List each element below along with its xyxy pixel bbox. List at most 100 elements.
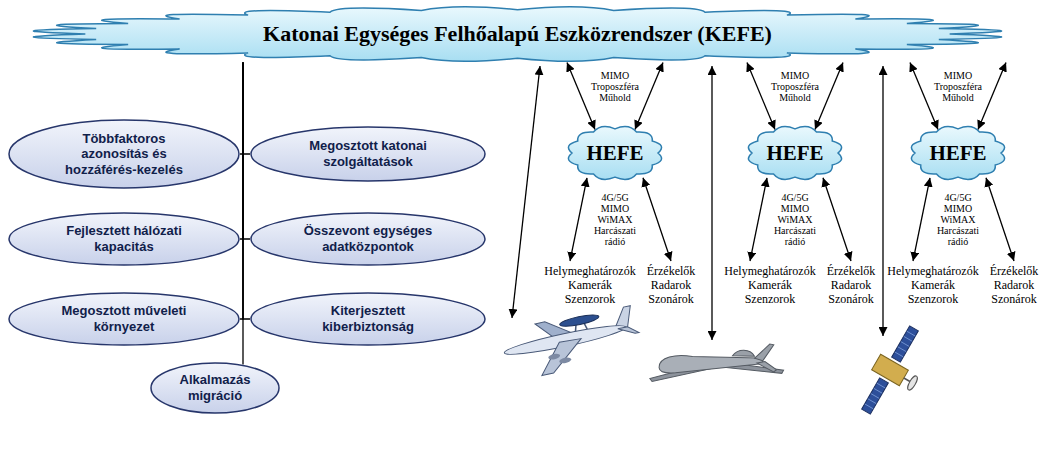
- connector-line: [910, 63, 938, 130]
- edge-cloud: HEFE: [908, 122, 1008, 184]
- node-text: Katonai Egységes Felhőalapú Eszközrendsz…: [263, 21, 772, 47]
- connector-line: [643, 178, 671, 261]
- connector-line: [823, 178, 851, 261]
- edge-cloud: HEFE: [565, 122, 665, 184]
- sensor-group: Érzékelők Radarok Szonárok: [826, 264, 877, 308]
- link-label: 4G/5G MIMO WiMAX Harcászati rádió: [774, 192, 816, 247]
- sensor-group: Helymeghatározók Kamerák Szenzorok: [886, 264, 980, 308]
- sensor-group: Helymeghatározók Kamerák Szenzorok: [543, 264, 637, 308]
- service-ellipse: Alkalmazás migráció: [150, 362, 280, 414]
- antenna-dish: [906, 375, 919, 392]
- panel-grid-line: [871, 393, 880, 398]
- satellite: [852, 320, 939, 426]
- service-ellipse: Kiterjesztett kiberbiztonság: [250, 292, 486, 346]
- node-text: Helymeghatározók Kamerák Szenzorok: [724, 265, 815, 306]
- sensor-group: Érzékelők Radarok Szonárok: [646, 264, 697, 308]
- node-text: Helymeghatározók Kamerák Szenzorok: [544, 265, 635, 306]
- ellipse-outline: [9, 213, 239, 265]
- panel-grid-line: [904, 336, 913, 341]
- panel-grid-line: [874, 388, 883, 393]
- connector-line: [243, 63, 250, 154]
- service-ellipse: Megosztott műveleti környezet: [8, 292, 240, 346]
- sensor-group: Helymeghatározók Kamerák Szenzorok: [723, 264, 817, 308]
- node-text: Alkalmazás migráció: [175, 372, 256, 403]
- radar-dome: [559, 313, 600, 329]
- connector-line: [750, 178, 767, 261]
- drone-tail: [754, 344, 775, 361]
- sensor-group: Érzékelők Radarok Szonárok: [989, 264, 1040, 308]
- aircraft-engine: [559, 357, 572, 365]
- cloud-outline: [568, 127, 661, 180]
- node-text: Érzékelők Radarok Szonárok: [827, 265, 876, 306]
- service-ellipse: Összevont egységes adatközpontok: [250, 212, 486, 266]
- uav-drone: [648, 343, 784, 382]
- drone-tail: [757, 361, 777, 373]
- ellipse-outline: [251, 213, 485, 265]
- link-label: 4G/5G MIMO WiMAX Harcászati rádió: [937, 192, 979, 247]
- ellipse-outline: [151, 363, 279, 413]
- panel-grid-line: [865, 404, 874, 409]
- ellipse-outline: [9, 293, 239, 345]
- panel-grid-line: [898, 347, 907, 352]
- ellipse-outline: [251, 127, 485, 181]
- service-ellipse: Fejlesztett hálózati kapacitás: [8, 212, 240, 266]
- node-text: Fejlesztett hálózati kapacitás: [52, 223, 196, 254]
- connector-line: [986, 178, 1014, 261]
- root-cloud: Katonai Egységes Felhőalapú Eszközrendsz…: [15, 3, 1020, 65]
- link-label: MIMO Troposzféra Műhold: [591, 70, 639, 103]
- panel-grid-line: [901, 342, 910, 347]
- panel-grid-line: [907, 331, 916, 336]
- aircraft-wing: [536, 338, 587, 376]
- connector-line: [242, 63, 243, 365]
- satellite-body: [872, 354, 909, 386]
- panel-grid-line: [895, 352, 904, 357]
- edge-cloud: HEFE: [745, 122, 845, 184]
- connector-line: [815, 63, 843, 130]
- service-ellipse: Többfaktoros azonosítás és hozzáférés-ke…: [8, 119, 240, 189]
- node-text: Érzékelők Radarok Szonárok: [647, 265, 696, 306]
- drone-fuselage: [658, 350, 765, 374]
- aircraft-engine: [548, 353, 561, 361]
- uplink-arrow: [882, 66, 883, 336]
- panel-grid: [865, 331, 916, 409]
- cloud-outline: [911, 127, 1004, 180]
- awacs-aircraft: [500, 303, 644, 382]
- connector-line: [978, 63, 1006, 130]
- cloud-outline: [748, 127, 841, 180]
- node-text: Többfaktoros azonosítás és hozzáférés-ke…: [52, 131, 196, 178]
- ellipse-outline: [251, 293, 485, 345]
- link-label: 4G/5G MIMO WiMAX Harcászati rádió: [594, 192, 636, 247]
- service-ellipse: Megosztott katonai szolgáltatások: [250, 126, 486, 182]
- panel-grid-line: [877, 383, 886, 388]
- connector-line: [635, 63, 663, 130]
- connector-line: [913, 178, 930, 261]
- aircraft-stabilizer: [618, 325, 639, 337]
- solar-panel: [862, 378, 889, 414]
- cloud-outline: [33, 7, 1001, 62]
- link-label: MIMO Troposzféra Műhold: [771, 70, 819, 103]
- ellipse-outline: [9, 120, 239, 188]
- connector-line: [243, 63, 250, 239]
- drone-engine: [732, 350, 754, 358]
- connector-line: [567, 63, 595, 130]
- solar-panel: [892, 326, 919, 362]
- node-text: Kiterjesztett kiberbiztonság: [295, 303, 441, 334]
- node-text: Megosztott műveleti környezet: [52, 303, 196, 334]
- node-text: HEFE: [929, 141, 986, 166]
- panel-grid-line: [868, 399, 877, 404]
- connector-line: [243, 63, 250, 319]
- node-text: Összevont egységes adatközpontok: [295, 223, 441, 254]
- connector-line: [747, 63, 775, 130]
- connector-line: [570, 178, 587, 261]
- node-text: Megosztott katonai szolgáltatások: [295, 138, 441, 169]
- node-text: HEFE: [586, 141, 643, 166]
- uplink-arrow: [512, 66, 540, 318]
- link-label: MIMO Troposzféra Műhold: [934, 70, 982, 103]
- node-text: Érzékelők Radarok Szonárok: [990, 265, 1039, 306]
- uplink-arrow: [711, 66, 712, 340]
- node-text: HEFE: [766, 141, 823, 166]
- node-text: Helymeghatározók Kamerák Szenzorok: [887, 265, 978, 306]
